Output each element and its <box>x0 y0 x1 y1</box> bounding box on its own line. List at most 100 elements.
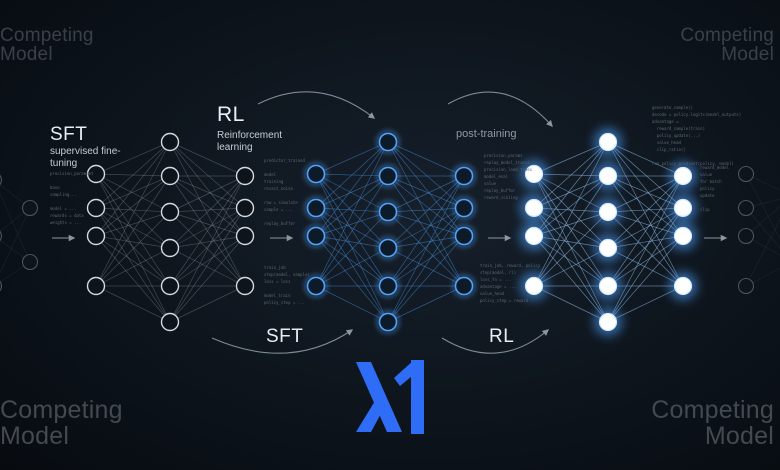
final-net-edge <box>533 235 609 287</box>
sft-net-node <box>235 166 255 186</box>
sft-net-edge <box>169 207 246 287</box>
final-net-edge <box>533 235 609 323</box>
rl-net-edge <box>315 235 389 287</box>
sft-net-edge <box>95 235 171 323</box>
sft-net-edge <box>95 207 171 213</box>
rl-net-node <box>378 238 398 258</box>
rl-net-node-glow <box>376 274 400 298</box>
rl-net-edge <box>315 207 389 213</box>
rl-net-edge <box>315 173 389 249</box>
left-faded-net-node <box>0 230 3 242</box>
sft-net-edge <box>95 235 171 249</box>
rl-net-edge <box>387 235 465 287</box>
right-faded-net-edge <box>745 218 780 287</box>
sft-net-edge <box>169 141 246 177</box>
rl-net-node-glow <box>304 196 328 220</box>
rl-bottom-label: RL <box>489 326 515 347</box>
sft-net-node <box>160 202 180 222</box>
right-faded-net-node <box>737 277 755 295</box>
sft-net-edge <box>95 173 171 213</box>
sft-net-edge <box>95 173 171 287</box>
rl-net-node-glow <box>452 274 476 298</box>
left-faded-net-node <box>0 174 3 186</box>
final-net-node <box>598 276 618 296</box>
sft-net-edge <box>95 173 171 323</box>
final-net-edge <box>533 173 609 249</box>
code-snippet: reward_model value for batch policy upda… <box>700 165 729 212</box>
competing-model-line-1: Competing <box>651 396 774 424</box>
final-net-edge <box>533 141 609 237</box>
sft-net-edge <box>169 175 246 323</box>
code-snippet: precision_paramset base sampling... mode… <box>50 171 94 225</box>
sft-net-edge <box>95 141 171 209</box>
post-training-label: post-training <box>456 128 517 140</box>
final-net-node <box>673 198 693 218</box>
final-net-edge <box>607 141 684 287</box>
sft-net-edge <box>169 247 246 287</box>
rl-net-node <box>306 276 326 296</box>
final-net-edge <box>607 175 684 249</box>
sft-net-node <box>235 198 255 218</box>
rl-net-edge <box>387 175 465 287</box>
rl-net-node-glow <box>376 164 400 188</box>
competing-model-top-left: Competing Model <box>0 26 94 65</box>
rl-net-edge <box>387 175 465 237</box>
rl-net-edge <box>315 141 389 287</box>
rl-net-edge <box>387 285 465 323</box>
sft-net-edge <box>95 207 171 287</box>
right-faded-net-edge <box>745 205 780 237</box>
sft-net-node <box>160 312 180 332</box>
right-faded-net-edge <box>745 173 780 240</box>
rl-net-node <box>454 276 474 296</box>
flow-arrow <box>447 91 553 127</box>
final-net-node <box>524 198 544 218</box>
rl-net-edge <box>315 207 389 323</box>
rl-net-edge <box>315 207 389 287</box>
rl-net-edge <box>315 173 389 323</box>
sft-net-edge <box>169 235 246 323</box>
rl-net-node-glow <box>304 224 328 248</box>
sft-net-edge <box>95 285 171 323</box>
rl-net-node <box>454 226 474 246</box>
rl-net-node <box>378 132 398 152</box>
rl-net-edge <box>315 141 389 237</box>
sft-net-edge <box>169 207 246 249</box>
sft-net-edge <box>169 175 246 237</box>
rl-net-node-glow <box>376 310 400 334</box>
code-snippet: train_job, reward, policy step(model, rl… <box>480 263 541 303</box>
sft-net-edge <box>95 141 171 287</box>
right-faded-net-node <box>737 165 755 183</box>
final-net-edge <box>607 175 684 287</box>
final-net-edge <box>607 235 684 323</box>
rl-net-edge <box>315 141 389 209</box>
sft-net-edge <box>95 235 171 287</box>
sft-net-edge <box>169 207 246 213</box>
final-net-edge <box>533 211 609 287</box>
right-faded-net-edge <box>745 207 780 249</box>
sft-net-edge <box>95 173 171 177</box>
sft-net-node <box>160 276 180 296</box>
sft-net-edge <box>95 211 171 237</box>
sft-subtitle: supervised fine-tuning <box>50 146 121 169</box>
sft-net-edge <box>169 235 246 287</box>
rl-net-node-glow <box>376 236 400 260</box>
sft-net-node <box>86 226 106 246</box>
rl-net-node-glow <box>304 162 328 186</box>
final-net-edge <box>607 175 684 323</box>
rl-net-edge <box>315 173 389 213</box>
rl-net-edge <box>315 207 389 249</box>
rl-net-node-glow <box>376 130 400 154</box>
rl-net-node-glow <box>452 224 476 248</box>
rl-net-edge <box>315 235 389 323</box>
rl-net-node-glow <box>452 196 476 220</box>
rl-net-node <box>378 312 398 332</box>
rl-net-edge <box>387 141 465 287</box>
right-faded-net-edge <box>745 235 780 256</box>
final-net-edge <box>607 207 684 287</box>
final-net-node <box>673 226 693 246</box>
flow-arrow <box>211 329 354 354</box>
final-net-node <box>524 276 544 296</box>
sft-net-edge <box>169 211 246 287</box>
